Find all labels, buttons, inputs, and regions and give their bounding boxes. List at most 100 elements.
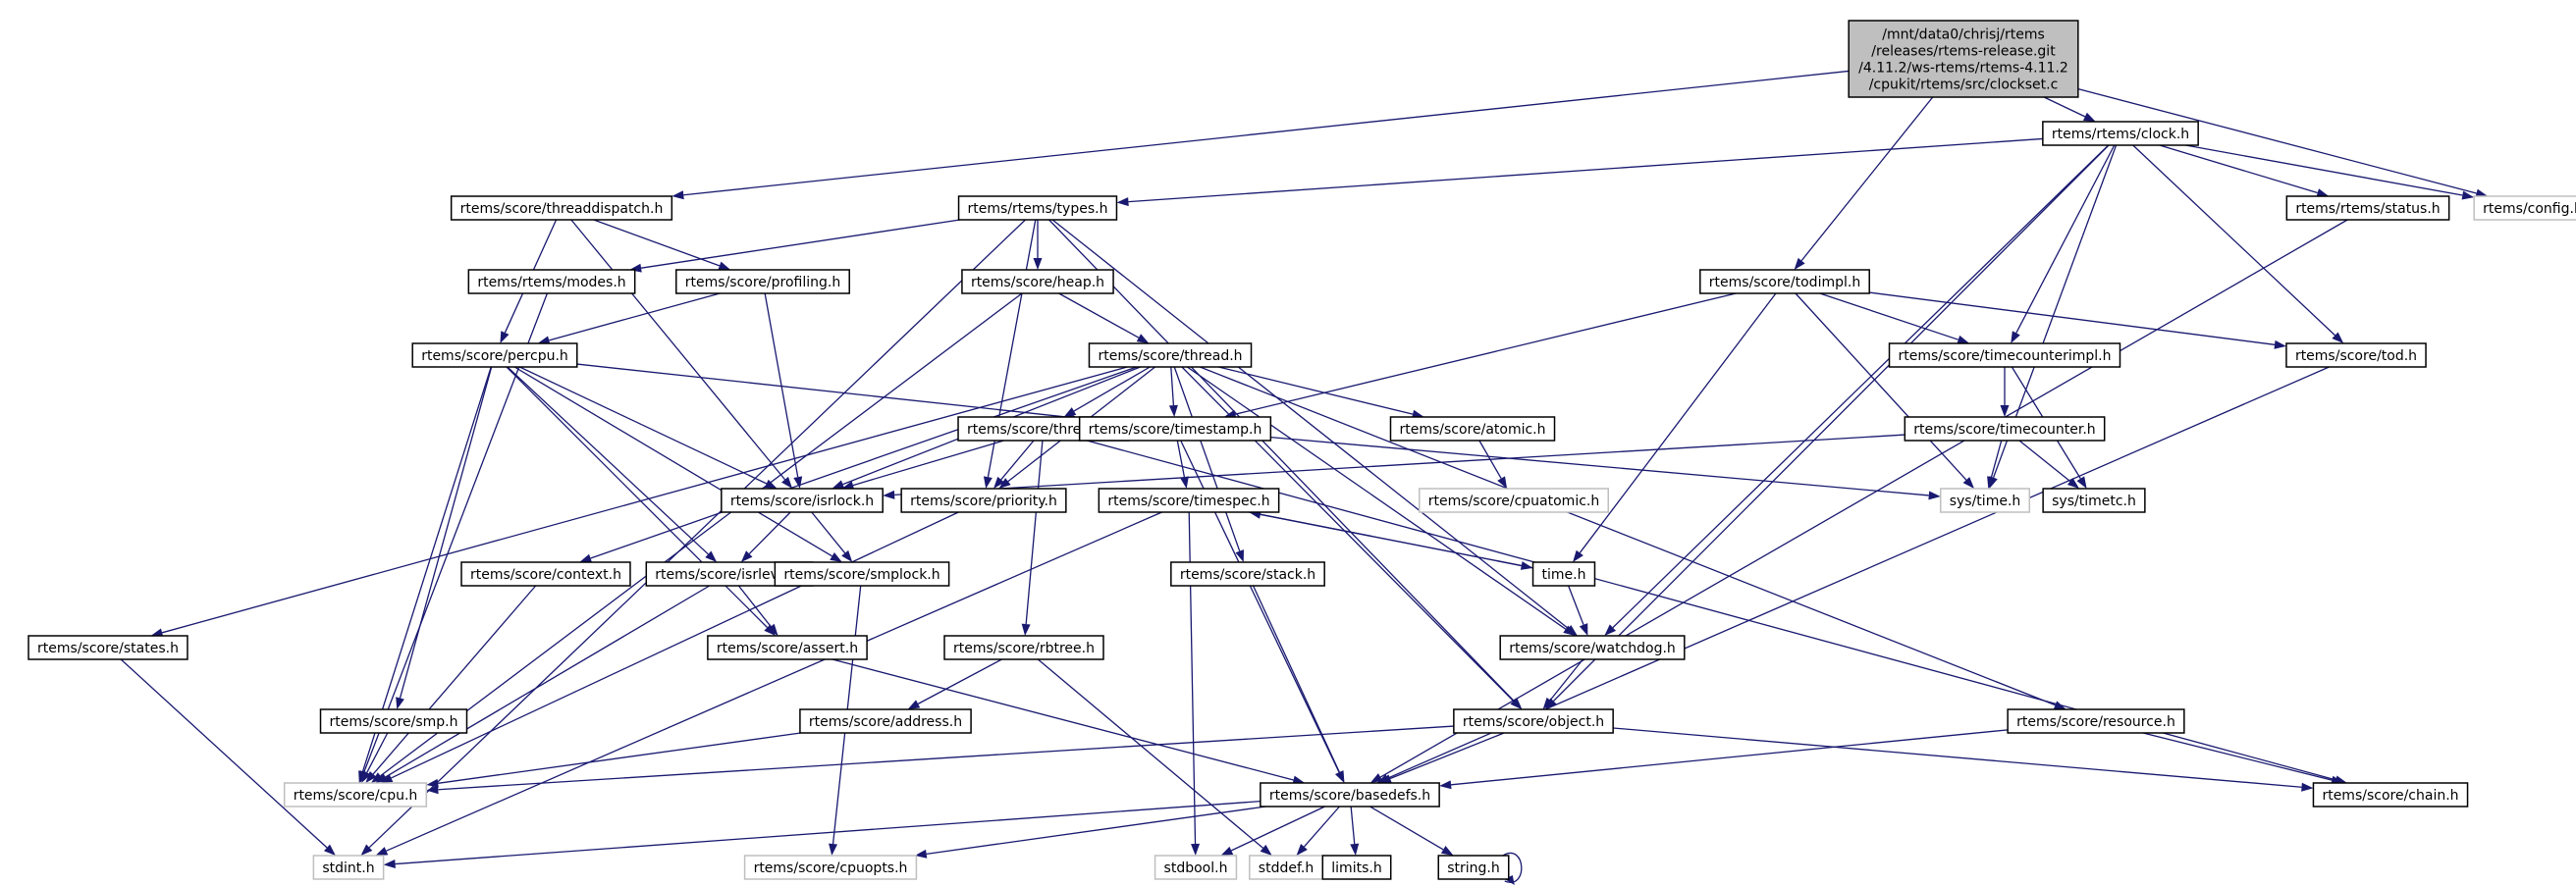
node-label: /4.11.2/ws-rtems/rtems-4.11.2 <box>1858 61 2068 77</box>
node-timecounter[interactable]: rtems/score/timecounter.h <box>1904 416 2106 442</box>
arrowhead <box>360 844 373 856</box>
arrowhead <box>1021 623 1031 636</box>
arrowhead <box>1220 846 1234 856</box>
edge-context-to-cpu <box>365 585 537 783</box>
node-root-clockset-c[interactable]: /mnt/data0/chrisj/rtems/releases/rtems-r… <box>1848 20 2079 98</box>
node-stdbool[interactable]: stdbool.h <box>1154 855 1238 880</box>
edge-line <box>1389 732 1505 780</box>
edge-line <box>386 511 1162 852</box>
node-cpuopts[interactable]: rtems/score/cpuopts.h <box>743 855 918 880</box>
node-object[interactable]: rtems/score/object.h <box>1453 708 1614 734</box>
edge-line <box>2132 144 2335 337</box>
node-basedefs[interactable]: rtems/score/basedefs.h <box>1260 782 1440 808</box>
node-rbtree[interactable]: rtems/score/rbtree.h <box>943 635 1104 660</box>
edge-line <box>1218 366 1414 415</box>
node-stdint[interactable]: stdint.h <box>312 855 385 880</box>
edge-timeh-to-timespec <box>1249 509 1533 569</box>
node-timestamp[interactable]: rtems/score/timestamp.h <box>1078 416 1272 442</box>
node-clock[interactable]: rtems/rtems/clock.h <box>2042 121 2199 146</box>
edge-types-to-object <box>1048 219 1523 709</box>
edge-threaddispatch-to-isrlock <box>570 219 793 489</box>
node-label: rtems/score/rbtree.h <box>953 641 1095 656</box>
node-tod[interactable]: rtems/score/tod.h <box>2285 342 2427 368</box>
edge-todimpl-to-systime <box>1795 292 1975 489</box>
node-chain[interactable]: rtems/score/chain.h <box>2312 782 2469 808</box>
edge-line <box>368 219 1026 849</box>
node-context[interactable]: rtems/score/context.h <box>460 561 631 587</box>
edge-line <box>363 292 549 773</box>
node-timecounterimpl[interactable]: rtems/score/timecounterimpl.h <box>1888 342 2121 368</box>
node-label: rtems/score/profiling.h <box>685 275 840 290</box>
arrowhead <box>1033 258 1043 270</box>
node-limits[interactable]: limits.h <box>1321 855 1392 880</box>
node-string[interactable]: string.h <box>1437 855 1510 880</box>
node-box <box>1078 416 1272 442</box>
node-watchdog[interactable]: rtems/score/watchdog.h <box>1499 635 1686 660</box>
node-label: rtems/score/address.h <box>809 714 962 730</box>
arrowhead <box>370 772 384 783</box>
node-assert[interactable]: rtems/score/assert.h <box>707 635 868 660</box>
node-systime[interactable]: sys/time.h <box>1939 488 2031 513</box>
node-box <box>2042 121 2199 146</box>
node-box <box>467 269 636 294</box>
edge-line <box>1800 96 1934 262</box>
node-box <box>1904 416 2106 442</box>
node-resource[interactable]: rtems/score/resource.h <box>2007 708 2185 734</box>
arrowhead <box>1573 549 1583 562</box>
arrowhead <box>1292 775 1306 785</box>
node-todimpl[interactable]: rtems/score/todimpl.h <box>1699 269 1870 294</box>
edge-timespec-to-stdint <box>375 511 1162 856</box>
node-stddef[interactable]: stddef.h <box>1249 855 1323 880</box>
node-box <box>943 635 1104 660</box>
edge-line <box>1176 440 1186 478</box>
node-label: rtems/score/chain.h <box>2322 788 2458 804</box>
node-box <box>2285 342 2427 368</box>
node-box <box>1260 782 1440 808</box>
node-cpuatomic[interactable]: rtems/score/cpuatomic.h <box>1419 488 1609 513</box>
node-address[interactable]: rtems/score/address.h <box>799 708 972 734</box>
edge-line <box>2185 144 2463 196</box>
node-label: string.h <box>1447 860 1500 876</box>
edge-line <box>570 219 786 481</box>
edge-line <box>2142 732 2333 781</box>
edge-line <box>593 219 721 267</box>
node-label: rtems/score/assert.h <box>717 641 858 656</box>
node-threaddispatch[interactable]: rtems/score/threaddispatch.h <box>450 195 673 221</box>
node-label: rtems/score/thread.h <box>1098 348 1242 364</box>
node-timeh[interactable]: time.h <box>1531 561 1596 587</box>
arrowhead <box>2000 405 2010 417</box>
node-percpu[interactable]: rtems/score/percpu.h <box>411 342 578 368</box>
node-states[interactable]: rtems/score/states.h <box>27 635 188 660</box>
node-thread[interactable]: rtems/score/thread.h <box>1088 342 1253 368</box>
node-label: time.h <box>1542 567 1586 583</box>
node-label: rtems/rtems/types.h <box>968 201 1108 217</box>
node-smplock[interactable]: rtems/score/smplock.h <box>774 561 950 587</box>
arrowhead <box>907 700 921 709</box>
node-box <box>1499 635 1686 660</box>
arrowhead <box>2461 190 2475 200</box>
node-heap[interactable]: rtems/score/heap.h <box>961 269 1114 294</box>
arrowhead <box>2011 331 2020 343</box>
node-config[interactable]: rtems/config.h <box>2473 195 2576 221</box>
node-smp[interactable]: rtems/score/smp.h <box>319 708 468 734</box>
node-isrlock[interactable]: rtems/score/isrlock.h <box>721 488 884 513</box>
node-types[interactable]: rtems/rtems/types.h <box>957 195 1118 221</box>
edge-line <box>1235 292 1737 415</box>
node-profiling[interactable]: rtems/score/profiling.h <box>675 269 850 294</box>
edge-line <box>1869 291 2276 345</box>
node-status[interactable]: rtems/rtems/status.h <box>2285 195 2450 221</box>
edge-line <box>1270 436 1929 496</box>
node-atomic[interactable]: rtems/score/atomic.h <box>1389 416 1556 442</box>
edge-line <box>832 658 1294 781</box>
node-systimetc[interactable]: sys/timetc.h <box>2042 488 2146 513</box>
node-label: /mnt/data0/chrisj/rtems <box>1882 27 2045 43</box>
node-box <box>1321 855 1392 880</box>
edge-line <box>852 440 1004 487</box>
node-cpu[interactable]: rtems/score/cpu.h <box>283 782 428 808</box>
edge-basedefs-to-stddef <box>1296 806 1340 856</box>
node-modes[interactable]: rtems/rtems/modes.h <box>467 269 636 294</box>
edge-root-to-todimpl <box>1794 96 1934 270</box>
node-priority[interactable]: rtems/score/priority.h <box>900 488 1067 513</box>
node-stack[interactable]: rtems/score/stack.h <box>1170 561 1325 587</box>
node-timespec[interactable]: rtems/score/timespec.h <box>1098 488 1280 513</box>
